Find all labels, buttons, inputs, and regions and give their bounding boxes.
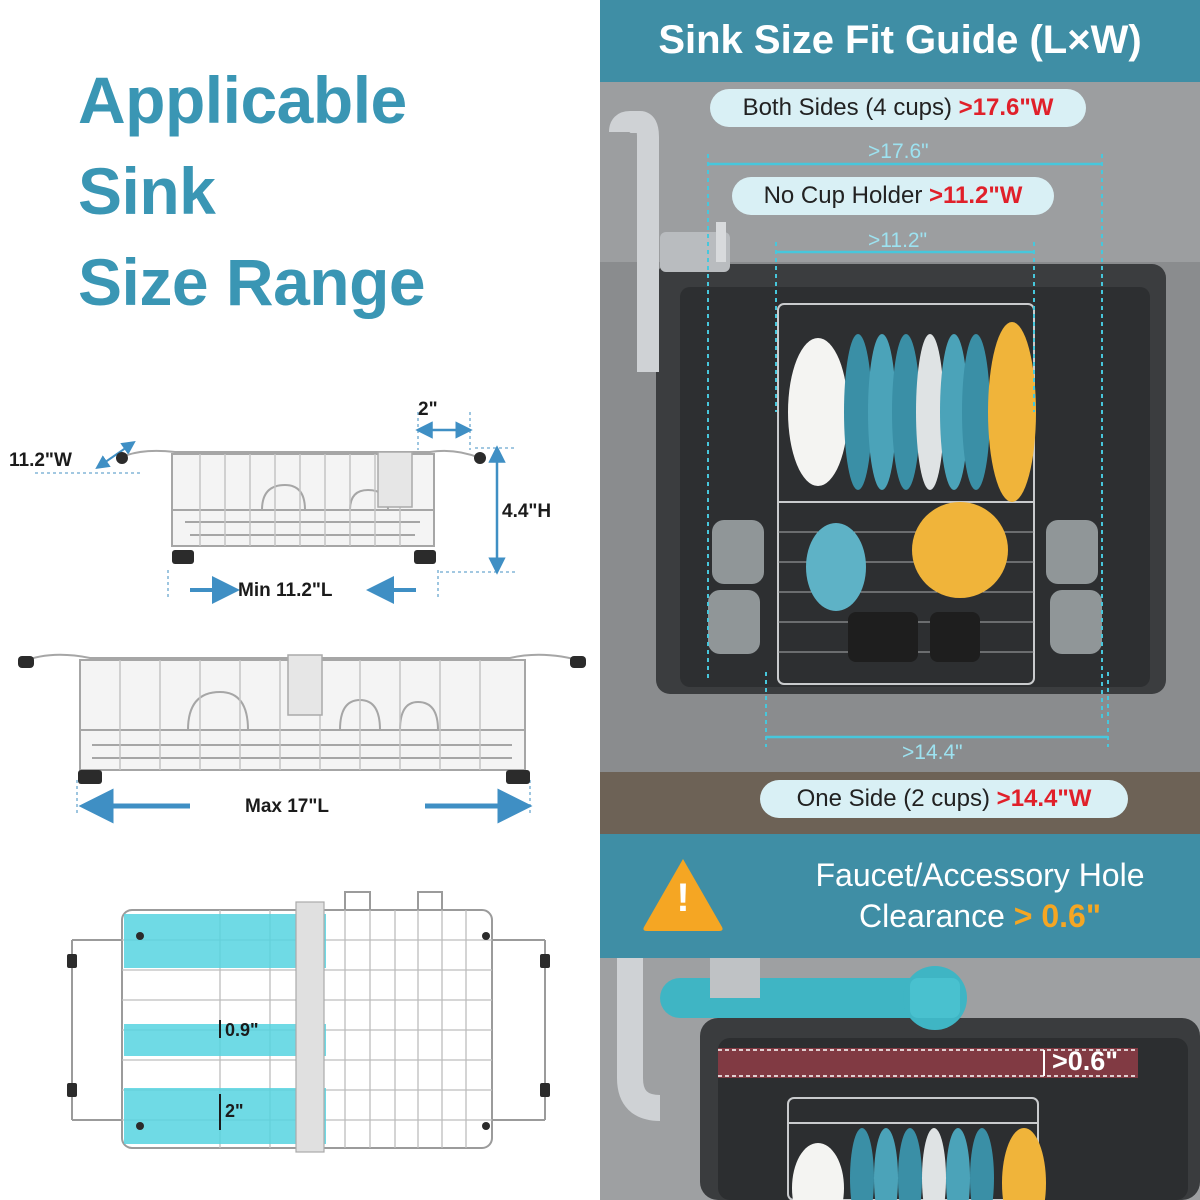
clearance-label: Clearance xyxy=(859,898,1014,934)
both-sides-measure: >17.6" xyxy=(868,140,929,163)
headline-line-1: Applicable xyxy=(78,63,407,137)
faucet-clearance-illustration xyxy=(600,958,1200,1200)
max-length-label: Max 17"L xyxy=(245,796,329,817)
extended-rack-illustration xyxy=(18,653,586,824)
both-sides-value: >17.6"W xyxy=(958,94,1054,121)
sink-scene-illustration xyxy=(600,82,1200,834)
no-cup-holder-pill: No Cup Holder >11.2"W xyxy=(732,177,1054,215)
slot-gap-label: 0.9" xyxy=(225,1020,259,1040)
no-cup-holder-label: No Cup Holder xyxy=(763,182,929,209)
headline-line-2: Sink xyxy=(78,154,216,228)
warning-symbol: ! xyxy=(676,876,690,920)
both-sides-pill: Both Sides (4 cups) >17.6"W xyxy=(710,89,1086,127)
warning-triangle-icon xyxy=(643,859,723,931)
one-side-label: One Side (2 cups) xyxy=(796,785,997,812)
height-label: 4.4"H xyxy=(502,501,552,522)
clearance-measure: >0.6" xyxy=(1052,1046,1119,1076)
min-length-label: Min 11.2"L xyxy=(238,580,333,601)
clearance-value: > 0.6" xyxy=(1013,898,1101,934)
headline-line-3: Size Range xyxy=(78,245,426,319)
fit-guide-title: Sink Size Fit Guide (L×W) xyxy=(658,18,1142,62)
no-cup-holder-value: >11.2"W xyxy=(928,182,1023,209)
min-width-label: 11.2"W xyxy=(9,450,72,471)
one-side-value: >14.4"W xyxy=(996,785,1092,812)
both-sides-label: Both Sides (4 cups) xyxy=(742,94,959,121)
no-cup-holder-measure: >11.2" xyxy=(868,229,928,252)
clearance-line-2: Clearance > 0.6" xyxy=(760,896,1200,937)
product-dimension-panel: Applicable Sink Size Range xyxy=(9,63,586,1153)
one-side-pill: One Side (2 cups) >14.4"W xyxy=(760,780,1128,818)
slot-width-label: 2" xyxy=(225,1101,244,1121)
cup-holder-gap-label: 2" xyxy=(418,399,438,420)
sink-fit-guide-panel: Sink Size Fit Guide (L×W) Both Sides (4 … xyxy=(600,0,1200,1200)
top-view-rack-illustration xyxy=(67,891,550,1153)
compact-rack-illustration xyxy=(35,412,515,604)
fit-guide-header xyxy=(600,0,1200,82)
clearance-line-1: Faucet/Accessory Hole xyxy=(815,857,1145,893)
one-side-measure: >14.4" xyxy=(902,741,963,764)
